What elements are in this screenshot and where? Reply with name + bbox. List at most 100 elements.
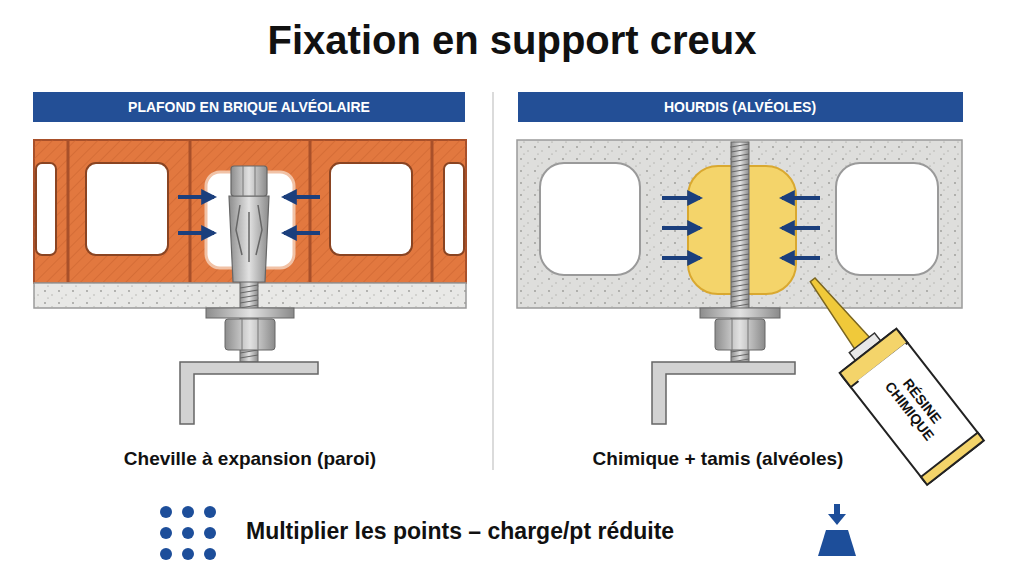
- load-icon: [818, 504, 856, 556]
- threaded-rod: [731, 304, 749, 307]
- threaded-rod: [731, 149, 749, 152]
- threaded-rod: [715, 319, 765, 350]
- threaded-rod: [731, 269, 749, 272]
- threaded-rod: [731, 289, 749, 292]
- hollow-brick: [36, 163, 56, 255]
- pressure-arrow: [178, 197, 320, 233]
- threaded-rod: [731, 144, 749, 147]
- hollow-brick: [34, 140, 466, 283]
- multiple-points-icon: [182, 527, 194, 539]
- threaded-rod: [731, 169, 749, 172]
- load-icon: [828, 514, 846, 525]
- hollow-brick: [34, 140, 466, 283]
- threaded-rod: [731, 184, 749, 187]
- expansion-anchor: [240, 290, 258, 293]
- threaded-rod: [731, 354, 749, 357]
- threaded-rod: [731, 189, 749, 192]
- hollow-brick: [431, 140, 434, 283]
- hollow-core-slab: [836, 163, 938, 275]
- multiple-points-icon: [182, 548, 194, 560]
- expansion-anchor: [240, 300, 258, 303]
- pressure-arrow: [782, 256, 820, 260]
- pressure-arrow: [178, 231, 214, 235]
- pressure-arrow: [284, 195, 320, 199]
- multiple-points-icon: [160, 527, 172, 539]
- pressure-arrow: [782, 196, 820, 200]
- multiple-points-icon: [160, 506, 172, 518]
- threaded-rod: [731, 284, 749, 287]
- pressure-arrow: [782, 226, 820, 230]
- multiple-points-icon: [160, 506, 216, 560]
- panel-header: PLAFOND EN BRIQUE ALVÉOLAIRE: [33, 92, 465, 122]
- hollow-brick: [86, 163, 168, 255]
- expansion-anchor: [242, 319, 243, 350]
- expansion-anchor: [236, 205, 262, 262]
- threaded-rod: [731, 179, 749, 182]
- threaded-rod: [731, 234, 749, 237]
- angle-bracket: [652, 362, 795, 424]
- threaded-rod: [731, 239, 749, 242]
- threaded-rod: [731, 224, 749, 227]
- threaded-rod: [731, 264, 749, 267]
- node-text: HOURDIS (ALVÉOLES): [664, 99, 816, 115]
- expansion-anchor: [206, 308, 294, 318]
- hollow-core-slab: [540, 163, 640, 275]
- threaded-rod: [731, 214, 749, 217]
- expansion-anchor: [225, 319, 275, 350]
- threaded-rod: [731, 164, 749, 167]
- threaded-rod: [731, 194, 749, 197]
- resin-fill: [688, 166, 796, 294]
- threaded-rod: [731, 299, 749, 302]
- threaded-rod: [731, 244, 749, 247]
- threaded-rod: [731, 174, 749, 177]
- node-text: RÉSINE CHIMIQUE: [874, 358, 958, 453]
- diagram-title: Fixation en support creux: [268, 18, 757, 63]
- panel-divider: [492, 92, 494, 470]
- hollow-brick: [67, 140, 70, 283]
- expansion-anchor: [240, 285, 258, 288]
- hollow-brick: [189, 140, 192, 283]
- threaded-rod: [748, 319, 749, 350]
- threaded-rod: [731, 199, 749, 202]
- threaded-rod: [731, 279, 749, 282]
- threaded-rod: [731, 219, 749, 222]
- threaded-rod: [731, 259, 749, 262]
- node-text: PLAFOND EN BRIQUE ALVÉOLAIRE: [128, 99, 370, 115]
- expansion-anchor: [229, 196, 269, 282]
- multiple-points-icon: [204, 548, 216, 560]
- expansion-anchor: [240, 295, 258, 298]
- multiple-points-icon: [182, 506, 194, 518]
- pressure-arrow: [178, 195, 214, 199]
- expansion-anchor: [255, 166, 256, 196]
- pressure-arrow: [662, 226, 700, 230]
- hollow-brick: [34, 140, 466, 283]
- threaded-rod: [731, 274, 749, 277]
- pressure-arrow: [662, 196, 700, 200]
- load-icon: [818, 530, 856, 556]
- expansion-anchor: [240, 355, 258, 358]
- expansion-anchor: [258, 319, 259, 350]
- threaded-rod: [700, 308, 780, 318]
- threaded-rod: [731, 254, 749, 257]
- resin-cartridge: [840, 329, 984, 485]
- multiple-points-icon: [204, 527, 216, 539]
- footer-note: Multiplier les points – charge/pt réduit…: [246, 518, 674, 545]
- expansion-anchor: [206, 166, 294, 362]
- panel-caption: Cheville à expansion (paroi): [124, 448, 376, 470]
- multiple-points-icon: [204, 506, 216, 518]
- threaded-rod: [731, 209, 749, 212]
- threaded-rod: [731, 229, 749, 232]
- threaded-rod: [731, 294, 749, 297]
- hollow-brick: [330, 163, 412, 255]
- threaded-rod: [731, 204, 749, 207]
- threaded-rod: [732, 319, 733, 350]
- threaded-rod: [731, 159, 749, 162]
- multiple-points-icon: [160, 548, 172, 560]
- panel-header: HOURDIS (ALVÉOLES): [518, 92, 963, 122]
- panel-caption: Chimique + tamis (alvéoles): [593, 448, 844, 470]
- angle-bracket: [180, 362, 318, 424]
- threaded-rod: [731, 249, 749, 252]
